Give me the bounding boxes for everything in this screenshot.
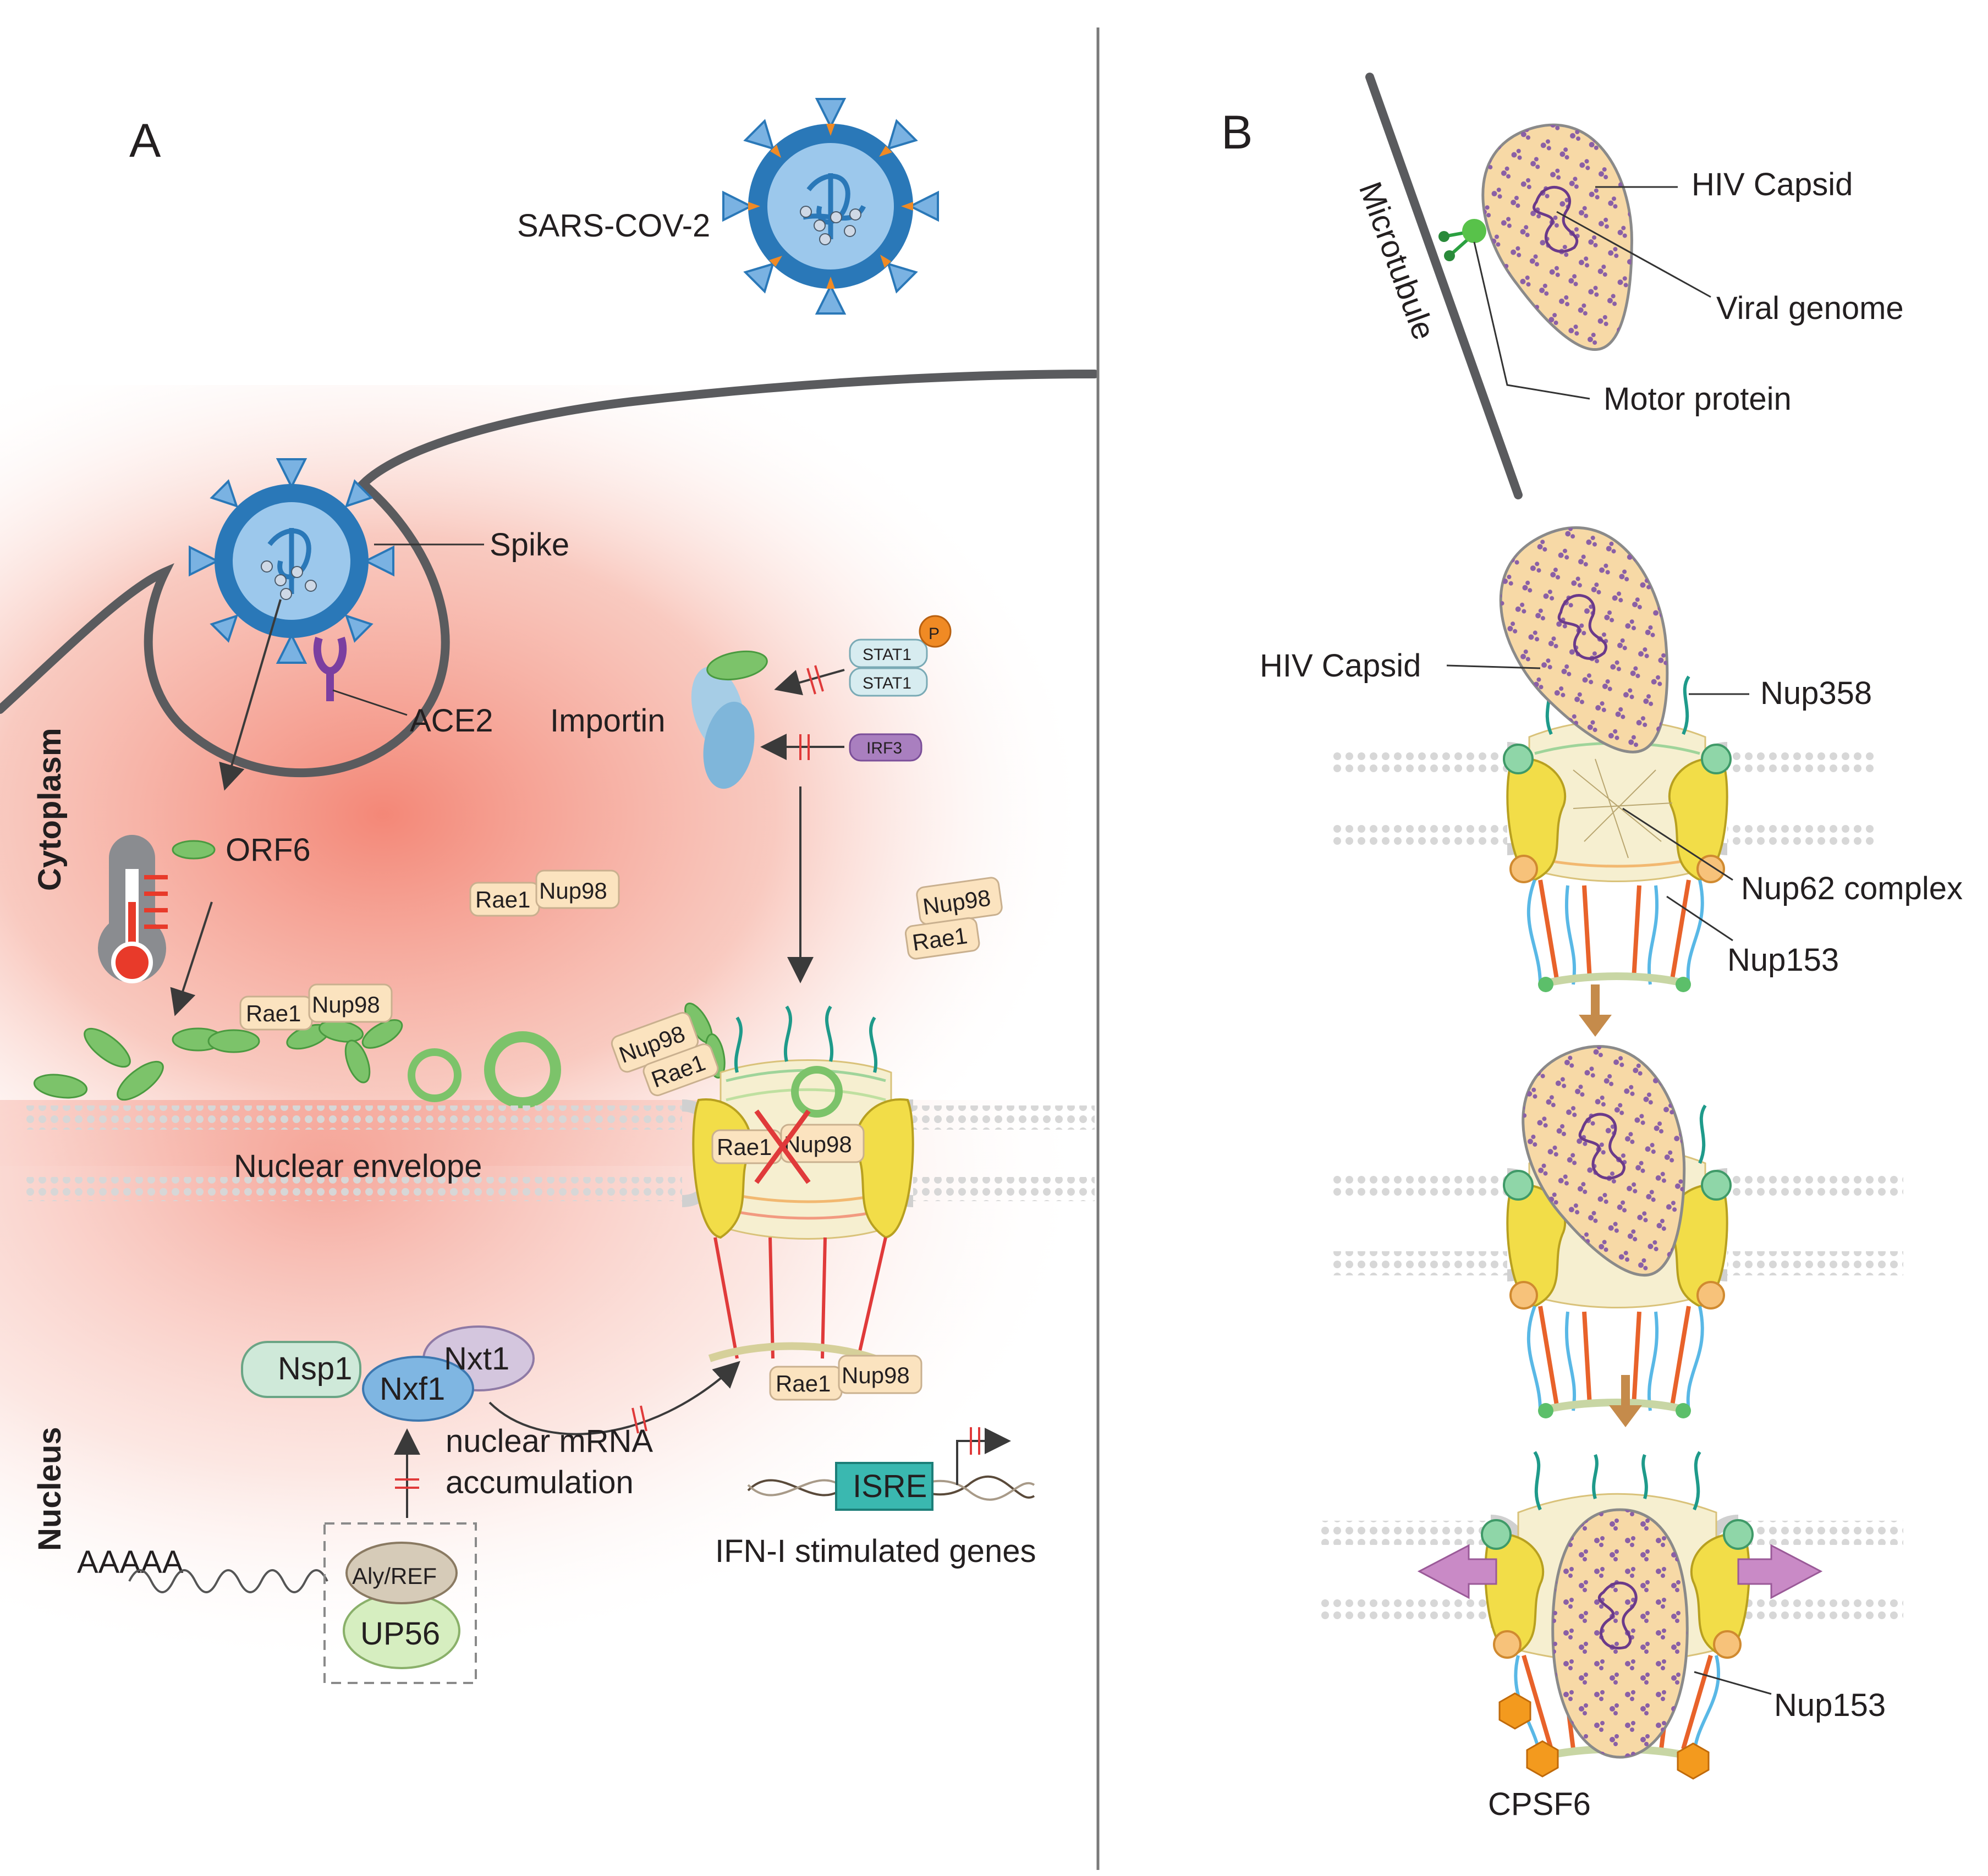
- dilation-arrows-icon: [1417, 1544, 1823, 1599]
- nup62-label: Nup62 complex: [1741, 871, 1963, 906]
- nup98-label-5: Nup98: [842, 1362, 910, 1388]
- nucleus-glow: [0, 1100, 1095, 1815]
- irf3-label: IRF3: [866, 739, 902, 757]
- nup98-label-2: Nup98: [312, 992, 380, 1017]
- nup98-label-pore: Nup98: [784, 1131, 852, 1157]
- viral-genome-label: Viral genome: [1716, 290, 1904, 326]
- blocked-cross-icon: [754, 1109, 811, 1184]
- irf3-icon: [849, 733, 922, 762]
- sars-cov-2-virion-icon: [722, 98, 939, 315]
- rae1-nup98-complex-4: Nup98 Rae1: [611, 1011, 719, 1097]
- polya-label: AAAAA: [77, 1544, 184, 1580]
- hiv-capsid-in-pore: [1551, 1508, 1689, 1759]
- rae1-label-2: Rae1: [246, 1000, 301, 1026]
- rae1-label-5: Rae1: [776, 1371, 831, 1396]
- mrna-label-line2: accumulation: [446, 1465, 634, 1500]
- phospho-icon: [919, 615, 952, 648]
- orf6-bound-icon: [706, 651, 768, 680]
- importin-icon: [691, 651, 768, 789]
- nup153-label-1: Nup153: [1727, 942, 1839, 978]
- sars-cov-2-label: SARS-COV-2: [517, 208, 710, 244]
- panel-a-letter: A: [129, 114, 161, 167]
- rae1-nup98-complex-2: Rae1 Nup98: [239, 983, 393, 1031]
- nsp1-icon: [241, 1341, 361, 1398]
- viral-genome-icon: [1533, 186, 1579, 253]
- hiv-capsid-leader-dock: [1446, 664, 1541, 669]
- hiv-capsid-top: [1481, 123, 1633, 351]
- motor-protein-leader: [1473, 241, 1590, 400]
- nuclear-pore-complex-a: Rae1 Nup98: [692, 1005, 914, 1362]
- arrow-virus-to-orf6: [219, 599, 282, 791]
- spike-label: Spike: [490, 527, 569, 563]
- nup98-label-1: Nup98: [539, 878, 607, 904]
- nup153-leader-2: [1694, 1671, 1772, 1695]
- ace2-label: ACE2: [410, 703, 493, 739]
- nsp1-label: Nsp1: [278, 1351, 352, 1387]
- cytoplasm-label: Cytoplasm: [32, 728, 68, 891]
- rae1-nup98-complex-1: Rae1 Nup98: [469, 870, 620, 917]
- nuclear-pore-step1: [1331, 675, 1876, 992]
- transcription-arrow-icon: [956, 1428, 1011, 1485]
- hiv-capsid-label-dock: HIV Capsid: [1260, 648, 1421, 684]
- alyref-icon: [345, 1542, 458, 1604]
- orf6-oligomers-icon: [33, 1002, 726, 1108]
- ifn-genes-label: IFN-I stimulated genes: [715, 1533, 1036, 1569]
- panel-b-letter: B: [1221, 106, 1253, 159]
- inhibit-mark-transcription: [970, 1427, 980, 1455]
- step-arrow-2: [1609, 1375, 1642, 1427]
- inhibit-mark-irf3: [799, 734, 810, 760]
- hiv-capsid-docking: [1499, 526, 1669, 753]
- nup153-label-2: Nup153: [1774, 1687, 1886, 1723]
- export-complex-box: [323, 1522, 477, 1684]
- microtubule-label: Microtubule: [1352, 177, 1442, 344]
- hiv-capsid-entering: [1522, 1045, 1686, 1277]
- mrna-label-line1: nuclear mRNA: [446, 1423, 653, 1459]
- motor-protein-label: Motor protein: [1603, 381, 1792, 417]
- isre-label: ISRE: [853, 1468, 927, 1504]
- cpsf6-label: CPSF6: [1488, 1786, 1591, 1822]
- thermometer-icon: [98, 835, 168, 983]
- stat1-label-top: STAT1: [863, 646, 911, 664]
- inhibit-mark-export: [631, 1405, 647, 1434]
- inhibit-mark-stat1: [806, 665, 824, 695]
- rae1-label-pore: Rae1: [717, 1134, 772, 1160]
- nup358-label: Nup358: [1760, 675, 1872, 711]
- cell-membrane: [0, 370, 1099, 777]
- rae1-nup98-complex-3: Nup98 Rae1: [904, 877, 1003, 960]
- nxt1-label: Nxt1: [444, 1341, 509, 1377]
- step-arrow-1: [1579, 984, 1612, 1037]
- stat1-label-bottom: STAT1: [863, 674, 911, 692]
- nup153-leader-1: [1666, 895, 1733, 942]
- microtubule-icon: [1365, 73, 1523, 499]
- nup62-leader: [1622, 807, 1733, 881]
- nxf1-label: Nxf1: [380, 1371, 445, 1407]
- mrna-strand-icon: [128, 1569, 328, 1593]
- phospho-label: P: [929, 625, 940, 643]
- inhibit-mark-mrna: [395, 1478, 419, 1489]
- arrow-orf6-to-oligomers: [170, 901, 213, 1016]
- up56-label: UP56: [360, 1616, 440, 1652]
- motor-protein-icon: [1438, 219, 1486, 261]
- isre-box: [835, 1462, 933, 1511]
- rae1-label-1: Rae1: [475, 887, 530, 912]
- alyref-label: Aly/REF: [352, 1563, 437, 1589]
- nuclear-envelope-label: Nuclear envelope: [234, 1148, 482, 1184]
- endocytosed-virion-icon: [189, 458, 394, 664]
- orf6-icon: [172, 840, 216, 860]
- ace2-receptor-icon: [313, 636, 347, 701]
- rae1-nup98-complex-5: Rae1 Nup98: [769, 1355, 922, 1401]
- hiv-capsid-label-top: HIV Capsid: [1692, 167, 1853, 202]
- orf6-label: ORF6: [226, 832, 311, 868]
- ace2-leader-line: [332, 689, 408, 716]
- nucleus-label: Nucleus: [32, 1427, 68, 1551]
- importin-label: Importin: [550, 703, 666, 739]
- stat1-dimer: STAT1 STAT1 P: [849, 615, 952, 697]
- viral-genome-leader: [1556, 211, 1711, 298]
- cpsf6-icon: [1498, 1692, 1710, 1780]
- nxf1-icon: [362, 1356, 474, 1422]
- arrow-export-to-pore: [488, 1361, 740, 1435]
